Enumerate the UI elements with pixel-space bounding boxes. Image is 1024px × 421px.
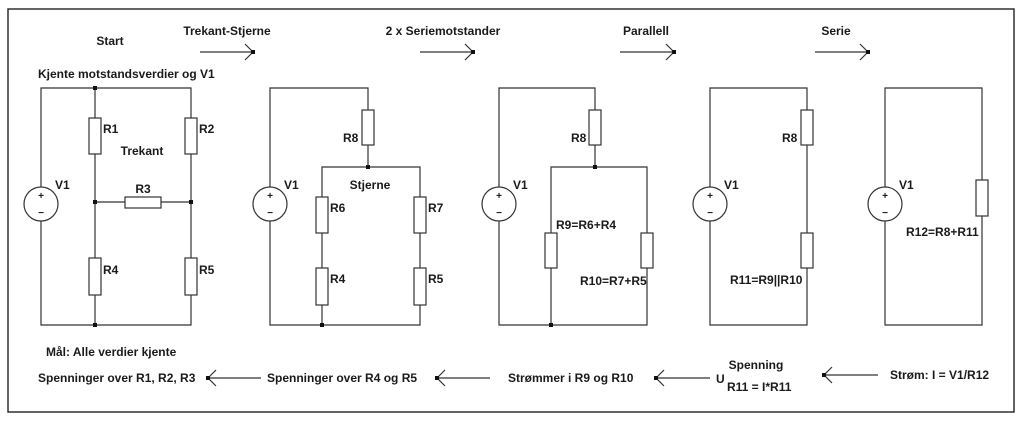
resistor-label: R9=R6+R4 — [556, 218, 616, 232]
arrow-right-icon — [420, 43, 475, 61]
bottom-step-label: Spenning — [729, 358, 784, 372]
resistor-r5 — [184, 257, 198, 296]
source-label: V1 — [55, 178, 70, 192]
resistor-label: R8 — [782, 131, 798, 145]
voltage-source-icon: + − — [481, 186, 517, 222]
step-label: 2 x Seriemotstander — [386, 24, 501, 38]
diagram-frame — [7, 8, 1015, 413]
circuit-seriemotstander: + − V1 R8 R9=R6+R4 R10=R7+R5 — [481, 87, 654, 327]
resistor-r8 — [588, 109, 602, 146]
resistor-label: R11=R9||R10 — [730, 273, 803, 287]
resistor-label: R10=R7+R5 — [580, 274, 647, 288]
goal-label: Mål: Alle verdier kjente — [46, 345, 177, 359]
arrow-left-icon — [435, 369, 490, 387]
circuit-parallell: + − V1 R8 R11=R9||R10 — [692, 87, 814, 326]
resistor-label: R5 — [199, 263, 215, 277]
circuit-trekant: + − V1 R1 R2 R3 R4 R5 Trekant — [23, 86, 215, 327]
svg-text:−: − — [707, 208, 713, 219]
svg-text:+: + — [882, 191, 888, 202]
region-label: Stjerne — [350, 178, 391, 192]
resistor-r2 — [184, 117, 198, 155]
bottom-step-spenning: Spenning U R11 = I*R11 — [716, 358, 792, 394]
bottom-step-label: Strømmer i R9 og R10 — [508, 371, 634, 385]
resistor-r4 — [88, 257, 102, 296]
voltage-source-icon: + − — [23, 186, 59, 222]
source-label: V1 — [899, 178, 914, 192]
resistor-label: R4 — [330, 272, 346, 286]
resistor-r12 — [975, 179, 989, 217]
start-label: Start — [96, 34, 123, 48]
step-label: Parallell — [623, 24, 669, 38]
resistor-r6 — [315, 196, 329, 234]
svg-text:+: + — [38, 191, 44, 202]
source-label: V1 — [284, 178, 299, 192]
resistor-r7 — [413, 196, 427, 234]
source-label: V1 — [513, 178, 528, 192]
bottom-step-label: Spenninger over R1, R2, R3 — [38, 371, 196, 385]
arrow-left-icon — [822, 366, 878, 384]
step-trekant-stjerne: Trekant-Stjerne — [183, 24, 271, 61]
voltage-source-icon: + − — [252, 186, 288, 222]
svg-text:−: − — [38, 208, 44, 219]
circuit-serie: + − V1 R12=R8+R11 — [867, 87, 989, 326]
region-label: Trekant — [121, 144, 164, 158]
arrow-left-icon — [654, 369, 710, 387]
bottom-step-label: Strøm: I = V1/R12 — [890, 368, 989, 382]
resistor-label: R2 — [199, 122, 215, 136]
step-parallell: Parallell — [620, 24, 676, 61]
resistor-label: R7 — [428, 201, 444, 215]
voltage-source-icon: + − — [692, 186, 728, 222]
resistor-label: R8 — [571, 131, 587, 145]
resistor-r5 — [413, 267, 427, 306]
resistor-r8 — [800, 109, 814, 146]
voltage-source-icon: + − — [867, 186, 903, 222]
bottom-step-subscript: R11 = I*R11 — [727, 380, 792, 394]
bottom-step-label: Spenninger over R4 og R5 — [267, 371, 417, 385]
arrow-right-icon — [620, 43, 676, 61]
svg-text:−: − — [267, 208, 273, 219]
step-seriemotstander: 2 x Seriemotstander — [386, 24, 501, 61]
source-label: V1 — [724, 178, 739, 192]
arrow-left-icon — [206, 369, 261, 387]
subtitle-label: Kjente motstandsverdier og V1 — [38, 67, 215, 81]
svg-text:−: − — [496, 208, 502, 219]
resistor-r4 — [315, 267, 329, 306]
resistor-r3 — [124, 196, 162, 209]
resistor-label: R4 — [103, 263, 119, 277]
resistor-r1 — [88, 117, 102, 155]
resistor-r9 — [544, 232, 558, 269]
resistor-label: R5 — [428, 272, 444, 286]
resistor-r11 — [800, 232, 814, 269]
resistor-label: R12=R8+R11 — [906, 225, 979, 239]
svg-text:+: + — [267, 191, 273, 202]
step-serie: Serie — [815, 24, 870, 61]
bottom-step-prefix: U — [716, 372, 725, 386]
resistor-label: R8 — [343, 131, 359, 145]
svg-text:−: − — [882, 208, 888, 219]
step-label: Trekant-Stjerne — [183, 24, 271, 38]
arrow-right-icon — [200, 43, 255, 61]
svg-text:+: + — [707, 191, 713, 202]
svg-text:+: + — [496, 191, 502, 202]
resistor-r8 — [361, 109, 375, 146]
resistor-label: R3 — [135, 182, 151, 196]
circuit-stjerne: + − V1 R8 R6 R7 R4 R5 Stjerne — [252, 87, 444, 327]
resistor-label: R6 — [330, 201, 346, 215]
arrow-right-icon — [815, 43, 870, 61]
step-label: Serie — [821, 24, 851, 38]
resistor-label: R1 — [103, 122, 119, 136]
resistor-r10 — [640, 232, 654, 269]
